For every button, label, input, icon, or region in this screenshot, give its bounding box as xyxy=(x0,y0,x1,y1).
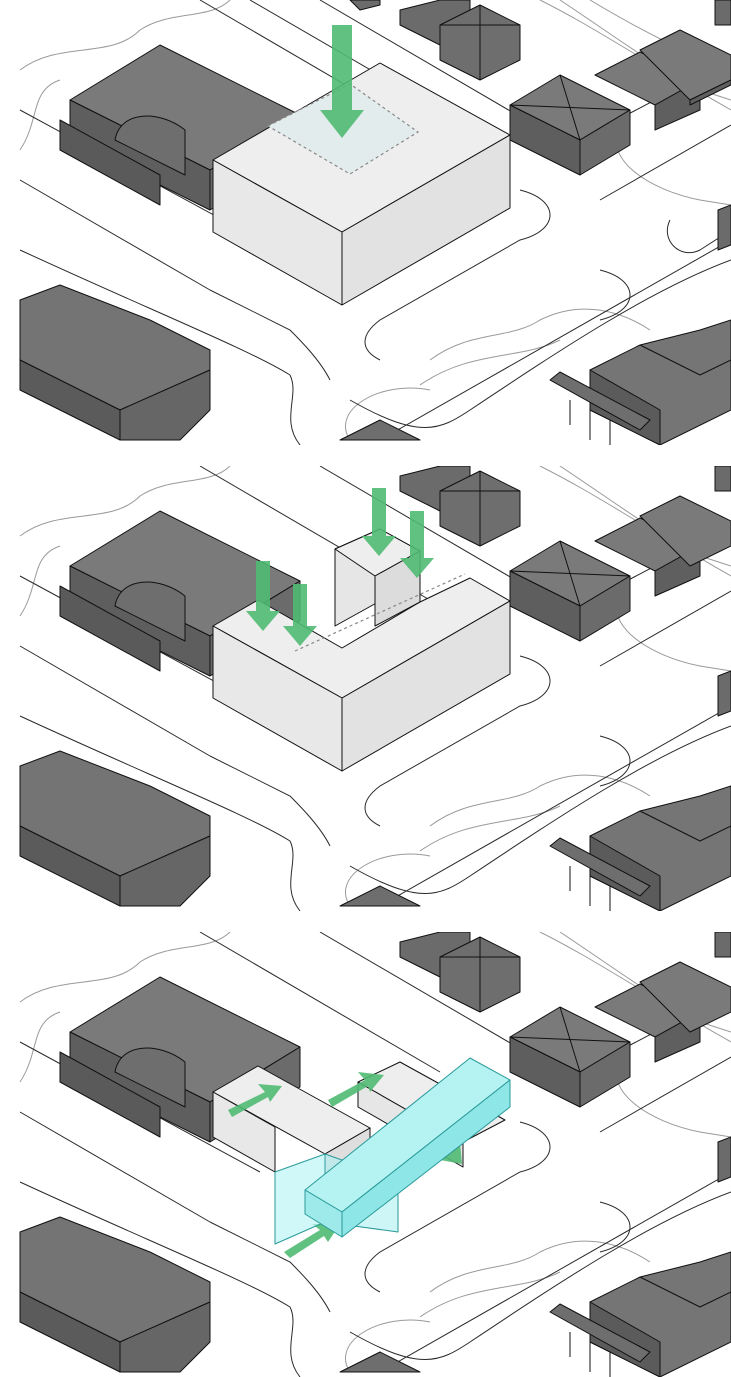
neighbor-building-southeast xyxy=(340,1252,731,1377)
neighbor-building-southeast xyxy=(340,786,731,911)
neighbor-building-south xyxy=(20,751,210,906)
neighbor-building-south xyxy=(20,1217,210,1372)
neighbor-building-southeast xyxy=(340,320,731,445)
diagram-panel-connect xyxy=(0,932,731,1377)
diagram-panel-courtyard xyxy=(0,466,731,911)
neighbor-building-south xyxy=(20,285,210,440)
site-axonometric xyxy=(0,466,731,911)
site-axonometric xyxy=(0,0,731,445)
diagram-panel-subtract-void xyxy=(0,0,731,445)
site-axonometric xyxy=(0,932,731,1377)
